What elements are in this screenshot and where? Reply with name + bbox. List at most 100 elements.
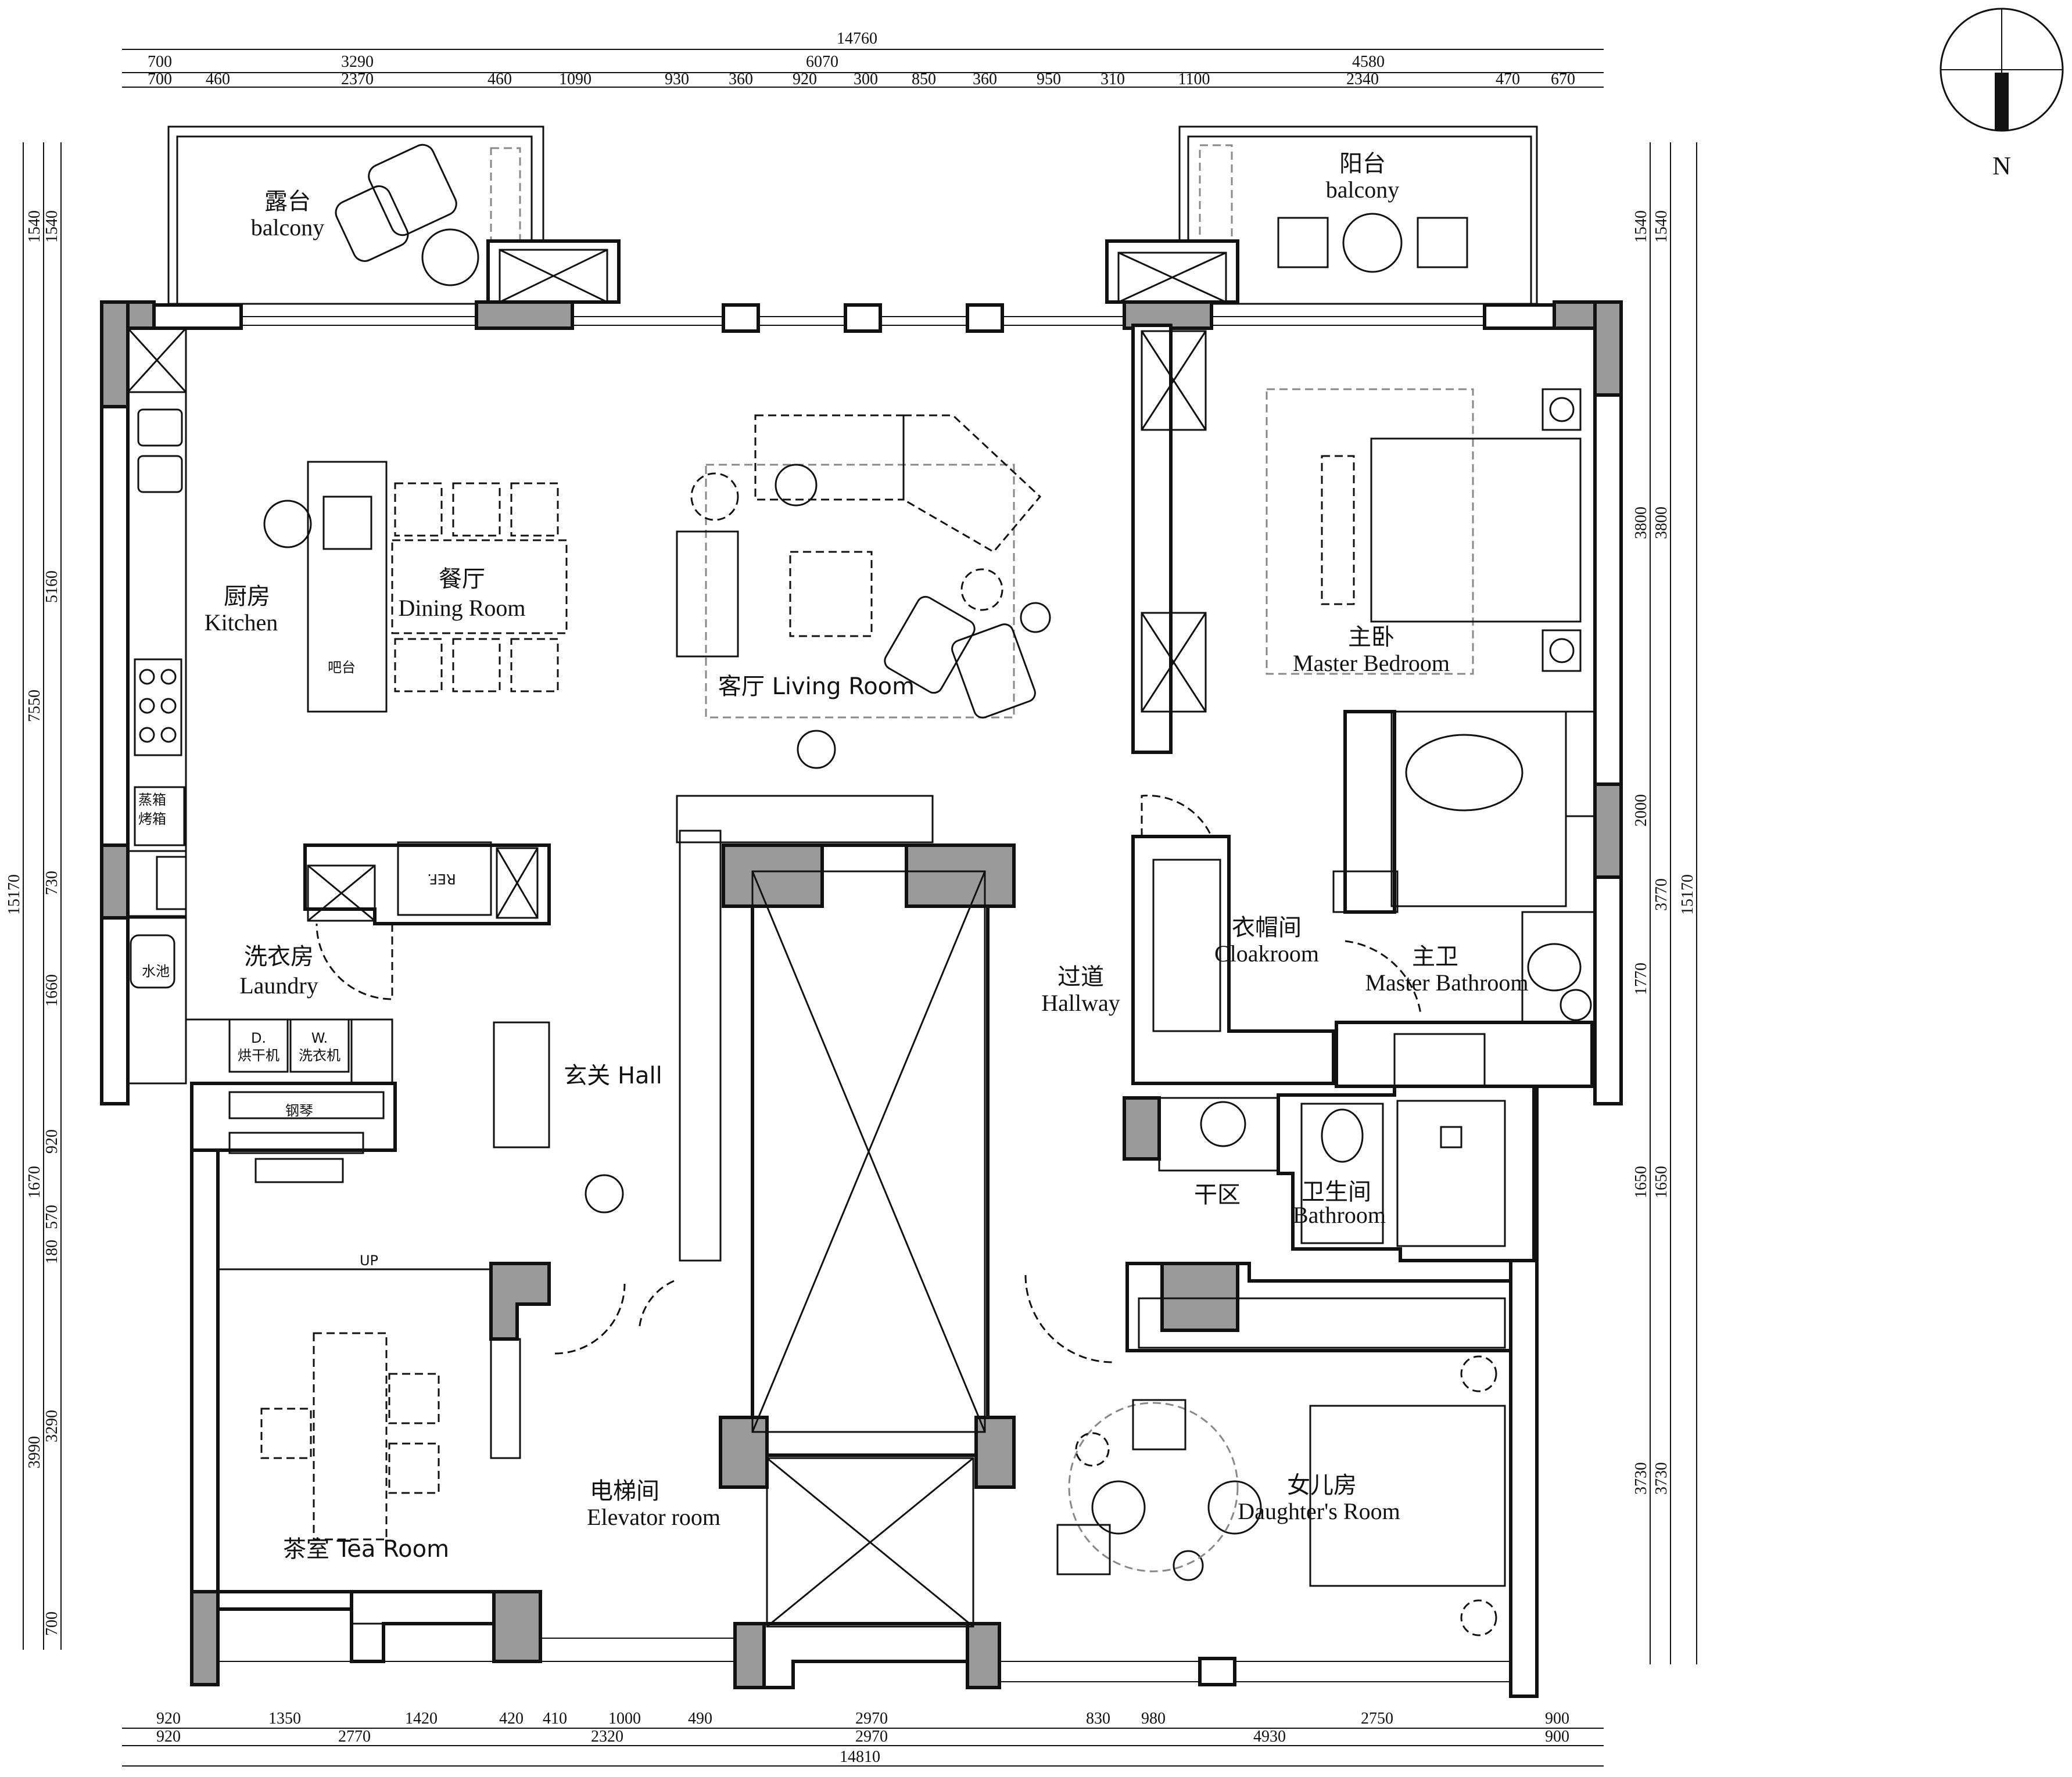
dim-bot-detail-2: 1350 [268, 1710, 301, 1728]
bathtub-icon [1405, 734, 1523, 812]
piano-keys-icon [228, 1132, 364, 1154]
master-bedroom-en: Master Bedroom [1293, 650, 1450, 676]
kitchen-cn: 厨房 [224, 583, 270, 610]
lamp-icon-2 [1173, 1550, 1204, 1581]
tea-room-label: 茶室 Tea Room [283, 1536, 449, 1563]
daughters-room: 女儿房 Daughter's Room [1024, 1262, 1512, 1636]
dim-left-detail-1: 1540 [43, 210, 61, 243]
dim-bot-detail-1: 920 [156, 1710, 181, 1728]
person-icon-4 [775, 464, 818, 507]
dim-bot-mid-5: 4930 [1253, 1728, 1286, 1746]
master-bath-en: Master Bathroom [1365, 970, 1528, 996]
stair-up-label: UP [360, 1252, 378, 1269]
dim-top-mid-2: 3290 [341, 53, 374, 71]
living-label: 客厅 Living Room [718, 673, 915, 700]
toilet-icon [1527, 943, 1582, 992]
dim-bot-detail-10: 980 [1141, 1710, 1166, 1728]
left-dimensions: 15170 1540 7550 1670 3990 1540 5160 730 … [5, 142, 62, 1650]
dim-left-mid-3: 1670 [26, 1166, 44, 1198]
cloakroom-en: Cloakroom [1214, 940, 1319, 967]
dim-top-detail-6: 930 [665, 70, 689, 88]
laundry-en: Laundry [239, 972, 318, 999]
dim-right-detail-2b: 3800 [1652, 507, 1670, 539]
dim-right-detail-3: 2000 [1632, 794, 1650, 827]
nightlamp-icon-2 [1549, 638, 1575, 663]
washer-code: W. [311, 1030, 328, 1046]
dim-top-detail-8: 920 [793, 70, 817, 88]
dim-top-detail-4: 460 [487, 70, 512, 88]
dim-bot-detail-9: 830 [1086, 1710, 1110, 1728]
bathroom-en: Bathroom [1293, 1202, 1386, 1228]
dim-left-detail-9: 700 [43, 1611, 61, 1636]
master-bath-cn: 主卫 [1412, 943, 1458, 970]
dryer-label: 烘干机 [238, 1047, 279, 1064]
dim-top-detail-5: 1090 [559, 70, 592, 88]
person-icon-2 [585, 1174, 624, 1214]
hall-area: 玄关 Hall [493, 730, 836, 1214]
dim-bot-detail-12: 900 [1545, 1710, 1569, 1728]
dim-left-detail-8: 3290 [43, 1410, 61, 1442]
dim-left-mid-1: 1540 [26, 210, 44, 243]
dim-left-detail-5: 920 [43, 1129, 61, 1154]
bottom-dimensions: 920 1350 1420 420 410 1000 490 2970 830 … [122, 1710, 1604, 1767]
elevator-core: 电梯间 Elevator room [587, 795, 1016, 1628]
dim-top-detail-9: 300 [854, 70, 878, 88]
hallway-en: Hallway [1041, 990, 1120, 1016]
dim-top-mid-3: 6070 [806, 53, 838, 71]
daughters-room-cn: 女儿房 [1287, 1472, 1357, 1499]
dryer-code: D. [251, 1030, 266, 1046]
basin-icon [1200, 1101, 1246, 1147]
north-label: N [1992, 152, 2011, 180]
dim-top-total: 14760 [837, 30, 877, 48]
dim-left-mid-4: 3990 [26, 1436, 44, 1469]
dim-left-detail-4: 1660 [43, 974, 61, 1007]
dim-top-detail-1: 700 [148, 70, 172, 88]
dim-bot-detail-6: 1000 [608, 1710, 641, 1728]
laundry-area: 水池 REF. D. 烘干机 W. 洗衣机 洗衣房 Laundry [127, 841, 551, 1085]
right-dimensions: 1540 1540 3800 3800 2000 3770 15170 1770… [1632, 142, 1697, 1664]
piano-area: 钢琴 [190, 1082, 397, 1183]
tea-room: UP 茶室 Tea Room [218, 1252, 675, 1625]
toilet-icon-2 [1321, 1108, 1364, 1163]
exterior-walls [100, 300, 1623, 1698]
dim-bot-mid-1: 920 [156, 1728, 181, 1746]
dim-right-detail-4: 1770 [1632, 963, 1650, 995]
dim-bot-detail-3: 1420 [405, 1710, 438, 1728]
balcony-left-en: balcony [251, 214, 325, 240]
laundry-cn: 洗衣房 [244, 943, 314, 970]
piano-label: 钢琴 [285, 1103, 313, 1119]
dim-top-detail-12: 950 [1037, 70, 1061, 88]
elevator-cn: 电梯间 [590, 1478, 659, 1505]
kitchen-area: 蒸箱 烤箱 吧台 厨房 Kitchen 餐厅 Dining Room [127, 327, 568, 852]
dim-right-total: 15170 [1679, 874, 1697, 915]
balcony-left: 露台 balcony [167, 125, 621, 305]
dim-top-mid-4: 4580 [1352, 53, 1385, 71]
dim-left-detail-2: 5160 [43, 570, 61, 603]
north-arrow: N [1940, 8, 2064, 180]
dim-top-detail-7: 360 [729, 70, 753, 88]
steam-oven-label-1: 蒸箱 [138, 792, 166, 808]
dim-left-total: 15170 [5, 874, 23, 915]
dim-left-detail-3: 730 [43, 871, 61, 895]
person-icon-3 [797, 730, 836, 769]
master-bedroom-cn: 主卧 [1348, 624, 1395, 651]
person-icon [263, 500, 312, 548]
dim-top-detail-11: 360 [973, 70, 997, 88]
bathroom-cn: 卫生间 [1302, 1179, 1371, 1205]
bathroom-area: 干区 卫生间 Bathroom [1123, 1085, 1536, 1262]
dim-top-mid-1: 700 [148, 53, 172, 71]
cloakroom-bath: 衣帽间 Cloakroom 过道 Hallway 主卫 Master Bathr… [1041, 710, 1596, 1088]
dim-bot-mid-3: 2320 [591, 1728, 623, 1746]
dim-bot-detail-11: 2750 [1361, 1710, 1393, 1728]
dim-right-mid-4: 3730 [1652, 1462, 1670, 1495]
balcony-left-cn: 露台 [264, 188, 311, 215]
kitchen-en: Kitchen [205, 609, 278, 636]
dim-bot-detail-5: 410 [543, 1710, 567, 1728]
dim-top-detail-10: 850 [912, 70, 936, 88]
steam-oven-label-2: 烤箱 [138, 811, 166, 827]
dining-en: Dining Room [399, 595, 526, 621]
daughters-room-en: Daughter's Room [1238, 1498, 1400, 1524]
fridge-label: REF. [427, 871, 456, 887]
cooktop-icon [134, 658, 182, 756]
dim-right-mid-1: 1540 [1652, 210, 1670, 243]
